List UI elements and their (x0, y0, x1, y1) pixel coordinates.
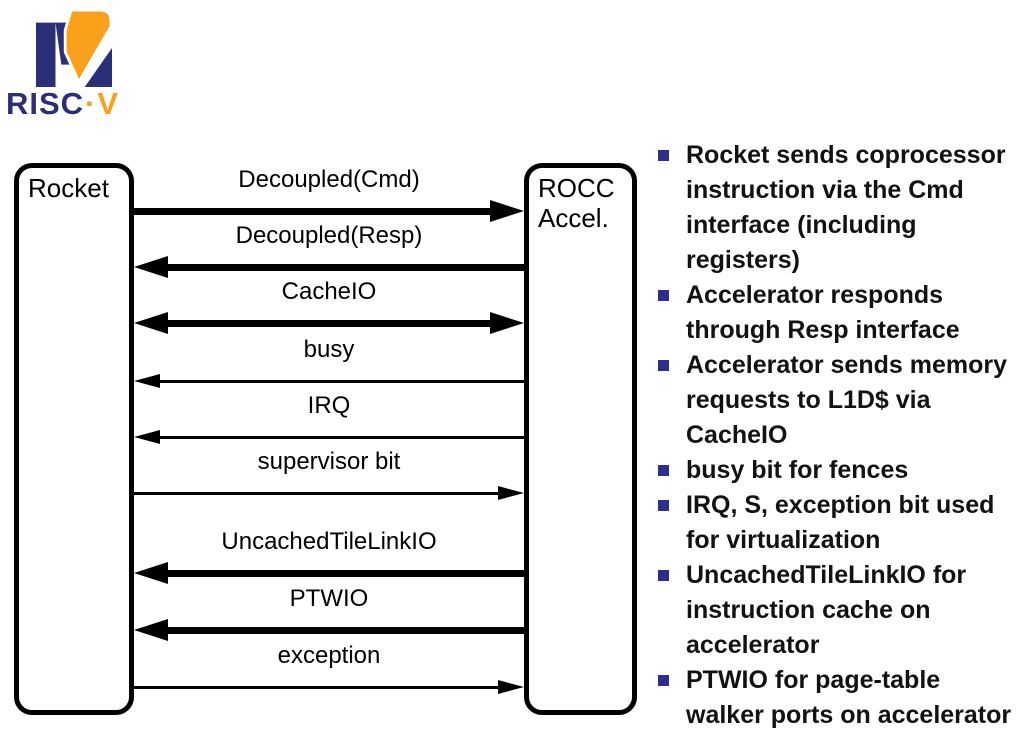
bullet-square-icon (658, 360, 669, 371)
note-item: Accelerator responds through Resp interf… (652, 278, 1036, 348)
signal-label: Decoupled(Cmd) (238, 166, 420, 193)
note-item: UncachedTileLinkIO for instruction cache… (652, 558, 1036, 663)
bullet-square-icon (658, 465, 669, 476)
rocket-box-label: Rocket (28, 173, 109, 203)
arrow-line (134, 207, 490, 215)
arrow-line (134, 685, 498, 689)
rocc-accel-box: ROCC Accel. (524, 163, 637, 715)
arrowhead-right-icon (490, 200, 524, 222)
signal-row-decoupled-cmd-: Decoupled(Cmd) (134, 166, 524, 226)
signal-arrow (134, 254, 524, 280)
bullet-square-icon (658, 150, 669, 161)
arrowhead-left-icon (134, 430, 160, 444)
bullet-square-icon (658, 570, 669, 581)
signal-arrow (134, 198, 524, 224)
signal-row-cacheio: CacheIO (134, 278, 524, 338)
signal-label: supervisor bit (257, 448, 401, 475)
signal-label: UncachedTileLinkIO (221, 528, 437, 555)
notes-list: Rocket sends coprocessor instruction via… (652, 138, 1036, 733)
arrowhead-left-icon (134, 374, 160, 388)
signal-label: busy (303, 336, 355, 363)
logo-r-stem (36, 22, 56, 87)
note-item: Accelerator sends memory requests to L1D… (652, 348, 1036, 453)
signal-label: IRQ (307, 392, 351, 419)
signal-label: Decoupled(Resp) (235, 222, 423, 249)
bullet-square-icon (658, 500, 669, 511)
signal-arrow (134, 424, 524, 450)
signal-arrow (134, 674, 524, 700)
rocket-box: Rocket (14, 163, 134, 715)
arrow-line (168, 319, 490, 327)
note-text: Accelerator sends memory requests to L1D… (686, 351, 1007, 449)
arrowhead-left-icon (134, 256, 168, 278)
signal-arrow (134, 617, 524, 643)
signal-arrow (134, 480, 524, 506)
signal-row-exception: exception (134, 642, 524, 702)
note-text: busy bit for fences (686, 456, 909, 484)
note-item: PTWIO for page-table walker ports on acc… (652, 663, 1036, 733)
signal-row-uncachedtilelinkio: UncachedTileLinkIO (134, 528, 524, 588)
rocc-box-label: ROCC Accel. (538, 173, 615, 233)
note-item: IRQ, S, exception bit used for virtualiz… (652, 488, 1036, 558)
signal-label: exception (277, 642, 381, 669)
bullet-square-icon (658, 675, 669, 686)
arrow-line (134, 491, 498, 495)
signal-label: CacheIO (281, 278, 377, 305)
signal-arrow (134, 560, 524, 586)
arrow-line (160, 379, 524, 383)
note-text: Accelerator responds through Resp interf… (686, 281, 960, 344)
note-item: Rocket sends coprocessor instruction via… (652, 138, 1036, 278)
note-text: PTWIO for page-table walker ports on acc… (686, 666, 1012, 729)
arrow-line (160, 435, 524, 439)
arrowhead-right-icon (498, 680, 524, 694)
wordmark-v: V (97, 86, 120, 121)
signal-row-irq: IRQ (134, 392, 524, 452)
note-text: UncachedTileLinkIO for instruction cache… (686, 561, 967, 659)
signal-arrow (134, 310, 524, 336)
riscv-logo-icon (36, 8, 112, 87)
signal-row-decoupled-resp-: Decoupled(Resp) (134, 222, 524, 282)
signal-arrow (134, 368, 524, 394)
bullet-square-icon (658, 290, 669, 301)
arrow-line (168, 569, 524, 577)
riscv-wordmark: RISC·V (6, 86, 156, 122)
note-text: Rocket sends coprocessor instruction via… (686, 141, 1006, 274)
logo-v-ribbon (63, 8, 112, 86)
arrow-line (168, 263, 524, 271)
logo-corner-triangle (84, 48, 112, 87)
wordmark-dot: · (85, 86, 97, 121)
signal-label: PTWIO (289, 585, 369, 612)
arrowhead-left-icon (134, 619, 168, 641)
arrowhead-left-icon (134, 312, 168, 334)
arrowhead-left-icon (134, 562, 168, 584)
arrow-line (168, 626, 524, 634)
arrowhead-right-icon (498, 486, 524, 500)
signal-row-ptwio: PTWIO (134, 585, 524, 645)
signal-row-busy: busy (134, 336, 524, 396)
note-text: IRQ, S, exception bit used for virtualiz… (686, 491, 995, 554)
signal-row-supervisor-bit: supervisor bit (134, 448, 524, 508)
wordmark-risc: RISC (6, 86, 85, 121)
arrowhead-right-icon (490, 312, 524, 334)
note-item: busy bit for fences (652, 453, 1036, 488)
